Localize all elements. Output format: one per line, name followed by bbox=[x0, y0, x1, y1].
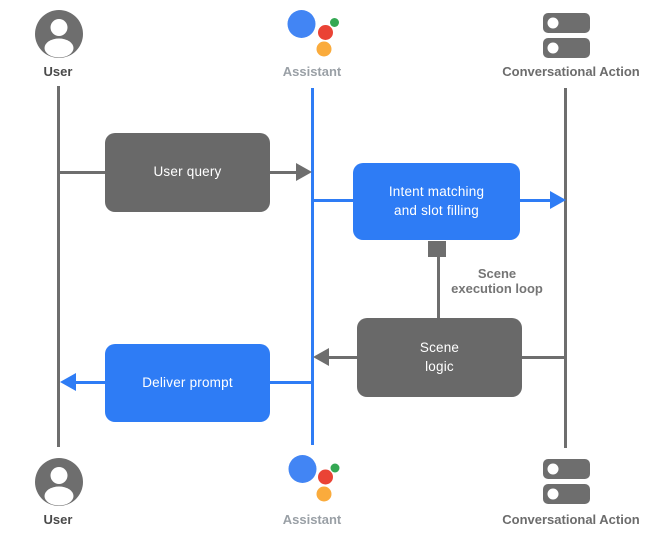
user-icon-bottom bbox=[35, 458, 83, 511]
scene-loop-annotation: Scene execution loop bbox=[427, 266, 567, 297]
deliver-prompt-line-right bbox=[270, 381, 312, 384]
scene-logic-arrowhead bbox=[313, 348, 329, 366]
assistant-label-top: Assistant bbox=[282, 64, 342, 79]
google-assistant-icon-bottom bbox=[287, 453, 341, 508]
scene-logic-line-right bbox=[522, 356, 566, 359]
google-assistant-icon bbox=[287, 8, 341, 63]
intent-arrowhead bbox=[550, 191, 566, 209]
scene-loop-arrowhead bbox=[428, 241, 446, 257]
action-label-bottom: Conversational Action bbox=[502, 512, 640, 527]
intent-line-right bbox=[520, 199, 550, 202]
user-query-node: User query bbox=[105, 133, 270, 212]
intent-matching-label-line2: and slot filling bbox=[394, 202, 479, 218]
deliver-prompt-node: Deliver prompt bbox=[105, 344, 270, 422]
user-label-bottom: User bbox=[43, 512, 73, 527]
user-label-top: User bbox=[43, 64, 73, 79]
scene-loop-line2: execution loop bbox=[451, 281, 543, 297]
assistant-lifeline bbox=[310, 88, 314, 445]
deliver-prompt-label: Deliver prompt bbox=[142, 374, 233, 390]
intent-matching-node: Intent matching and slot filling bbox=[353, 163, 520, 240]
scene-logic-label-line2: logic bbox=[425, 358, 454, 374]
user-icon bbox=[35, 10, 83, 63]
server-stack-icon-bottom bbox=[543, 459, 590, 510]
scene-loop-line1: Scene bbox=[477, 266, 517, 281]
scene-logic-node: Scene logic bbox=[357, 318, 522, 397]
scene-logic-label-line1: Scene bbox=[419, 339, 460, 355]
action-lifeline bbox=[564, 88, 567, 448]
user-query-label: User query bbox=[153, 164, 222, 180]
scene-loop-line bbox=[436, 256, 440, 318]
server-stack-icon bbox=[543, 13, 590, 64]
deliver-prompt-arrowhead bbox=[60, 373, 76, 391]
intent-matching-label-line1: Intent matching bbox=[388, 183, 485, 199]
user-query-arrowhead bbox=[296, 163, 312, 181]
scene-logic-line-left bbox=[329, 356, 357, 359]
deliver-prompt-line-left bbox=[76, 381, 105, 384]
intent-line-left bbox=[312, 199, 353, 202]
user-lifeline bbox=[56, 86, 60, 447]
action-label-top: Conversational Action bbox=[502, 64, 640, 79]
assistant-label-bottom: Assistant bbox=[282, 512, 342, 527]
